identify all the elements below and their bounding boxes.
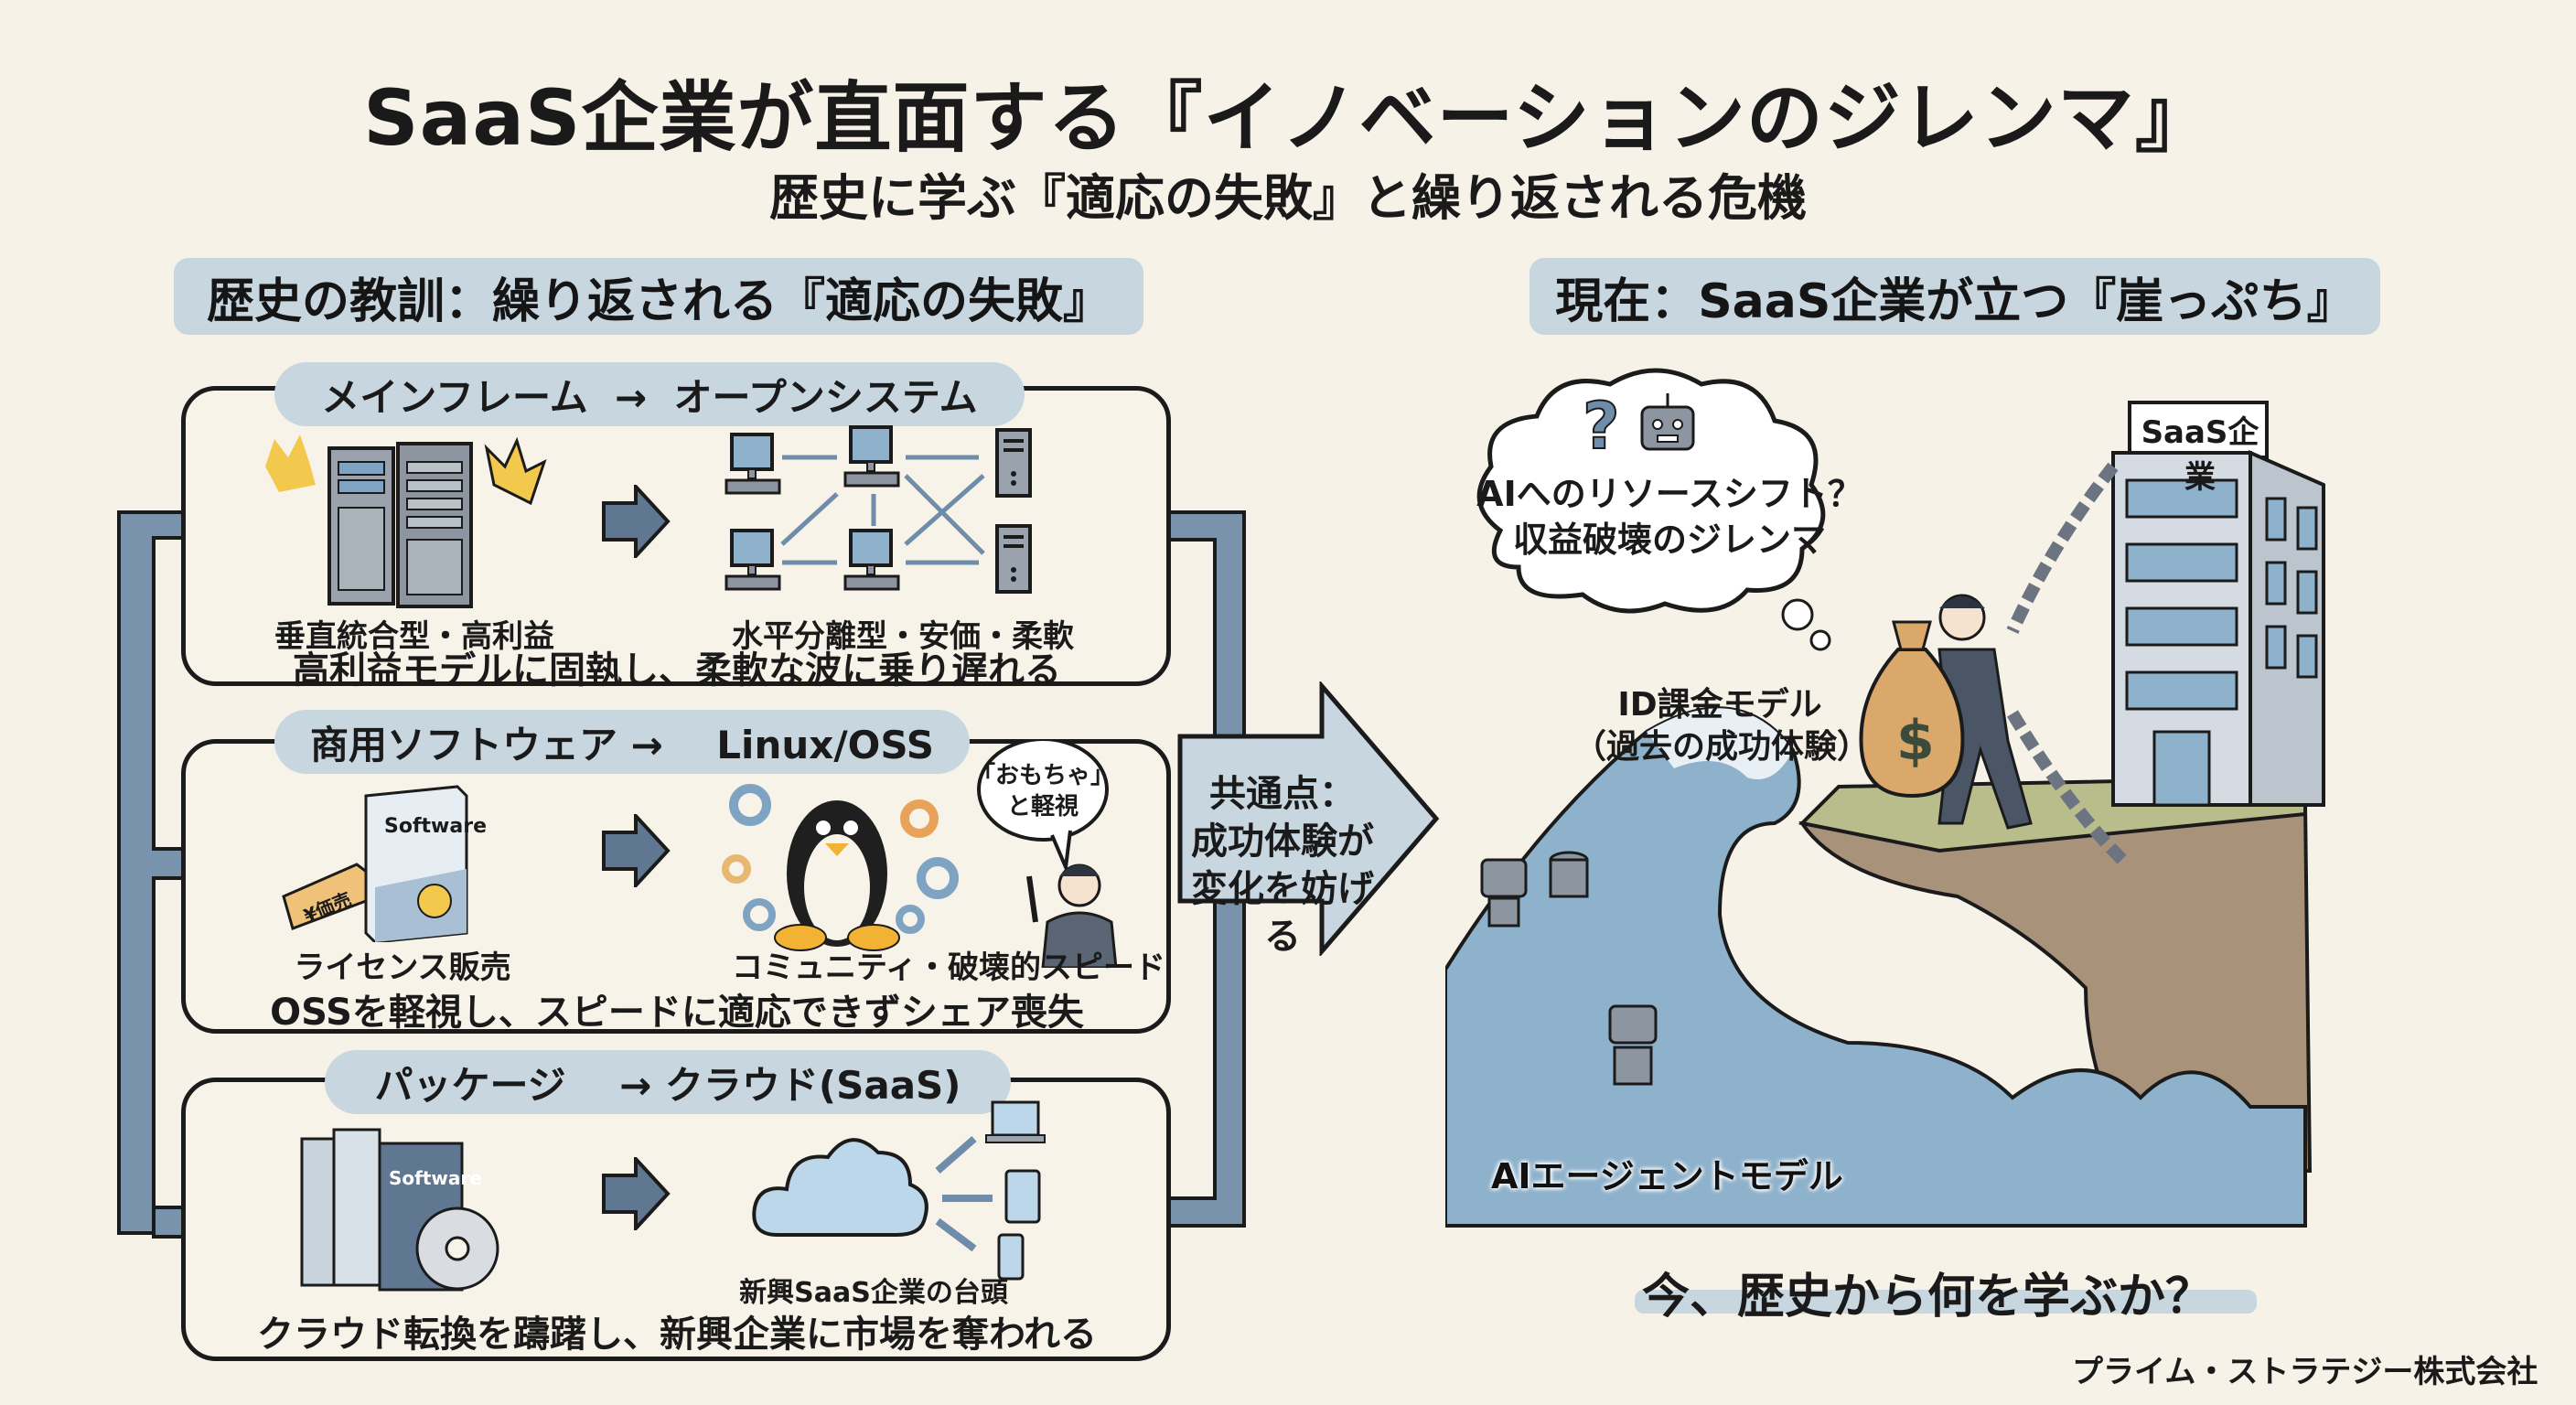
transition-arrow-icon — [602, 485, 671, 558]
mainframe-lesson: 高利益モデルに固執し、柔軟な波に乗り遅れる — [293, 649, 1061, 692]
database-icon — [1549, 851, 1589, 898]
robot-icon — [1480, 858, 1528, 928]
speech-bubble-line-1: 「おもちゃ」 — [971, 761, 1114, 789]
speech-bubble-line-2: と軽視 — [1007, 792, 1079, 820]
open-system-network-illustration — [724, 425, 1032, 594]
crown-icon — [265, 434, 316, 492]
common-point-text: 共通点： 成功体験が 変化を妨げる — [1182, 770, 1383, 960]
common-point-line: 共通点： — [1209, 773, 1356, 815]
laptop-icon — [985, 1100, 1046, 1143]
history-lesson-heading: 歴史の教訓：繰り返される『適応の失敗』 — [174, 258, 1143, 335]
gear-icon — [722, 784, 959, 934]
tablet-icon — [1004, 1169, 1041, 1224]
cloud-saas-illustration — [752, 1100, 1046, 1281]
building-sign: SaaS企業 — [2141, 414, 2259, 496]
id-billing-label: ID課金モデル （過去の成功体験） — [1573, 684, 1871, 768]
package-software-illustration: Software — [300, 1128, 499, 1292]
transition-arrow-icon — [602, 814, 671, 887]
server-tower-icon — [995, 428, 1032, 498]
ai-agent-wave-label: AIエージェントモデル — [1491, 1156, 1843, 1196]
thought-line: 収益破壊のジレンマ — [1512, 520, 1826, 560]
crown-icon — [484, 436, 547, 506]
robot-icon — [1640, 393, 1695, 451]
distribution-arrows — [935, 1135, 993, 1252]
package-lesson: クラウド転換を躊躇し、新興企業に市場を奪われる — [257, 1314, 1097, 1356]
money-bag-icon: $ — [1859, 620, 1965, 799]
chain-icon — [2006, 462, 2127, 864]
mainframe-illustration — [265, 434, 547, 608]
common-point-line: 成功体験が — [1191, 820, 1374, 863]
software-package-icon: Software — [364, 785, 487, 942]
saas-building-icon — [2111, 401, 2325, 807]
thought-bubble-text: AIへのリソースシフト？ 収益破壊のジレンマ — [1473, 471, 1866, 563]
common-point-line: 変化を妨げる — [1191, 868, 1374, 958]
case-mainframe-title: メインフレーム → オープンシステム — [274, 362, 1025, 426]
money-symbol: $ — [1896, 709, 1935, 773]
package-after-label: 新興SaaS企業の台頭 — [739, 1277, 1008, 1309]
cliff-scene-illustration: ? — [1445, 368, 2325, 1228]
present-cliff-heading: 現在：SaaS企業が立つ『崖っぷち』 — [1530, 258, 2380, 335]
price-tag-icon: ¥価売 — [282, 863, 377, 930]
transition-arrow-icon — [602, 1157, 671, 1230]
id-billing-line: ID課金モデル — [1617, 686, 1822, 724]
computer-icon — [843, 529, 900, 591]
question-mark-icon: ? — [1582, 388, 1621, 465]
businessman-speech-illustration: 「おもちゃ」 と軽視 — [971, 739, 1118, 968]
computer-icon — [724, 433, 781, 495]
network-arrows — [780, 455, 985, 565]
question-highlight — [1635, 1290, 2257, 1314]
case-package-title: パッケージ → クラウド(SaaS) — [325, 1050, 1011, 1114]
software-box-illustration: ¥価売 Software — [282, 785, 487, 942]
server-tower-icon — [995, 524, 1032, 594]
robot-icon — [1608, 1004, 1658, 1086]
commercial-lesson: OSSを軽視し、スピードに適応できずシェア喪失 — [270, 992, 1084, 1034]
commercial-after-label: コミュニティ・破壊的スピード — [732, 949, 1165, 986]
linux-penguin-illustration — [722, 784, 959, 951]
cd-disc-icon — [415, 1207, 499, 1291]
penguin-icon — [774, 800, 900, 951]
commercial-before-label: ライセンス販売 — [294, 949, 511, 986]
cloud-icon — [752, 1138, 928, 1237]
speech-bubble: 「おもちゃ」 と軽視 — [971, 739, 1114, 874]
software-box-label: Software — [389, 1167, 482, 1189]
server-rack-icon — [327, 442, 473, 608]
page-subtitle: 歴史に学ぶ『適応の失敗』と繰り返される危機 — [769, 169, 1807, 227]
case-commercial-software-title: 商用ソフトウェア → Linux/OSS — [274, 710, 970, 774]
computer-icon — [724, 529, 781, 591]
smartphone-icon — [997, 1233, 1025, 1281]
svg-text:?: ? — [1583, 389, 1620, 464]
businessman-icon — [1026, 863, 1118, 968]
software-box-label: Software — [384, 815, 487, 838]
ai-wave — [1445, 706, 2307, 1228]
page-title: SaaS企業が直面する『イノベーションのジレンマ』 — [363, 73, 2213, 163]
thought-line: AIへのリソースシフト？ — [1476, 474, 1862, 514]
closing-question: 今、歴史から何を学ぶか？ — [1642, 1270, 2214, 1325]
mainframe-before-label: 垂直統合型・高利益 — [274, 618, 554, 655]
company-credit: プライム・ストラテジー株式会社 — [2072, 1354, 2538, 1390]
mainframe-after-label: 水平分離型・安価・柔軟 — [732, 618, 1074, 655]
businessman-icon — [1937, 594, 2033, 830]
id-billing-line: （過去の成功体験） — [1573, 728, 1871, 766]
thought-cloud — [1476, 368, 1831, 651]
computer-icon — [843, 425, 900, 488]
common-point-arrow — [1177, 681, 1440, 956]
